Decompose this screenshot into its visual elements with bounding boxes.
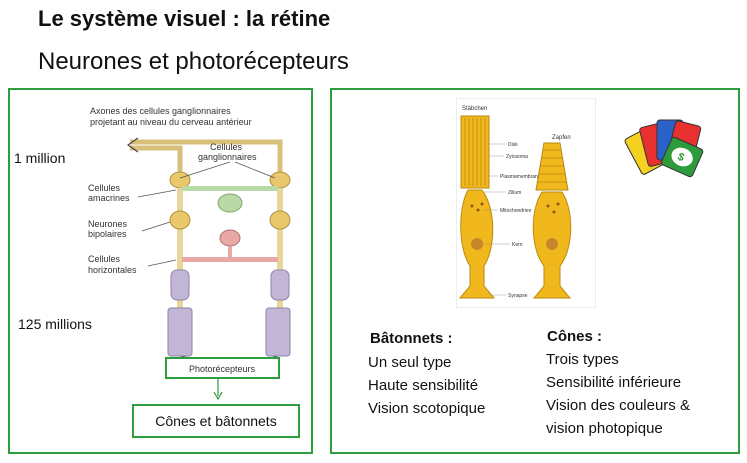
- bipolar-label-line1: Neurones: [88, 219, 128, 229]
- axon-right: [130, 139, 283, 180]
- label-plasmamembran: Plasmamembran: [500, 174, 538, 180]
- rods-list: Un seul type Haute sensibilité Vision sc…: [368, 351, 485, 420]
- ganglion-pointer-right: [234, 161, 276, 179]
- label-disk: Disk: [508, 142, 518, 148]
- rod-nucleus: [471, 238, 483, 250]
- connector-arrow-icon: [213, 391, 223, 400]
- label-125-millions: 125 millions: [18, 316, 92, 332]
- column-right: [277, 188, 283, 338]
- horizontal-pointer: [147, 259, 177, 267]
- label-zapfen: Zapfen: [552, 135, 571, 141]
- rods-heading: Bâtonnets :: [370, 330, 453, 347]
- rods-item-3: Vision scotopique: [368, 400, 486, 417]
- label-stabchen: Stäbchen: [462, 106, 487, 112]
- cones-heading: Cônes :: [547, 328, 603, 345]
- cones-item-2: Sensibilité inférieure: [546, 374, 682, 391]
- label-kern: Kern: [512, 242, 523, 248]
- amacrine-label-line2: amacrines: [88, 193, 130, 203]
- cones-item-4: vision photopique: [546, 420, 663, 437]
- photoreceptor-label: Photorécepteurs: [189, 364, 256, 374]
- ganglion-cell-left: [169, 171, 191, 189]
- photoreceptor-label-box: [165, 357, 280, 379]
- horizontal-label-line2: horizontales: [88, 265, 137, 275]
- receptor-outer-right: [265, 307, 291, 357]
- amacrine-process: [182, 186, 278, 191]
- amacrine-cell: [217, 193, 243, 213]
- cone-discs: [537, 149, 567, 183]
- retina-neuron-diagram: Axones des cellules ganglionnaires proje…: [88, 106, 291, 400]
- ganglion-label-line1: Cellules: [210, 142, 243, 152]
- label-1-million: 1 million: [14, 150, 66, 166]
- axon-left: [130, 145, 183, 180]
- amacrine-label-line1: Cellules: [88, 183, 121, 193]
- left-panel: [8, 88, 313, 454]
- rods-item-1: Un seul type: [368, 354, 452, 371]
- label-zytosoma: Zytosoma: [506, 154, 528, 160]
- receptor-inner-left: [170, 269, 190, 301]
- ganglion-cell-right: [269, 171, 291, 189]
- rod-discs: [464, 118, 486, 186]
- receptor-outer-left: [167, 307, 193, 357]
- label-synapse: Synapse: [508, 293, 528, 299]
- amacrine-pointer: [137, 189, 177, 198]
- horizontal-cell: [219, 229, 241, 247]
- mitochondria-dots: [470, 202, 560, 214]
- bipolar-pointer: [141, 221, 171, 232]
- svg-text:$: $: [676, 151, 686, 164]
- axon-caption-line1: Axones des cellules ganglionnaires: [90, 106, 231, 116]
- bipolar-cell-right: [269, 210, 291, 230]
- uno-cards-icon: $: [624, 119, 704, 178]
- label-mitochondrien: Mitochondrien: [500, 208, 532, 214]
- cone-outer-segment: [535, 142, 569, 191]
- bipolar-label-line2: bipolaires: [88, 229, 127, 239]
- ganglion-pointer-left: [179, 161, 231, 179]
- bipolar-cell-left: [169, 210, 191, 230]
- slide-title: Le système visuel : la rétine: [38, 6, 331, 31]
- axon-arrow-icon: [126, 137, 139, 153]
- axon-caption-line2: projetant au niveau du cerveau antérieur: [90, 117, 252, 127]
- column-left: [177, 188, 183, 338]
- cones-list: Trois types Sensibilité inférieure Visio…: [546, 348, 690, 440]
- cone-nucleus: [546, 238, 558, 250]
- slide-subtitle: Neurones et photorécepteurs: [38, 48, 349, 75]
- horizontal-stem: [228, 246, 232, 258]
- ganglion-label-line2: ganglionnaires: [198, 152, 257, 162]
- receptor-inner-right: [270, 269, 290, 301]
- label-pointers: [483, 143, 510, 296]
- cones-rods-box: Cônes et bâtonnets: [132, 404, 300, 438]
- horizontal-label-line1: Cellules: [88, 254, 121, 264]
- rod-outer-segment: [460, 115, 490, 189]
- horizontal-process: [182, 257, 278, 262]
- cones-rods-box-label: Cônes et bâtonnets: [155, 413, 277, 429]
- cones-item-3: Vision des couleurs &: [546, 397, 690, 414]
- label-zilium: Zilium: [508, 190, 521, 196]
- cones-item-1: Trois types: [546, 351, 619, 368]
- right-panel: [330, 88, 740, 454]
- rod-cone-diagram: Stäbchen Zapfen Disk Zytosoma Plasmamemb…: [456, 98, 596, 308]
- rods-item-2: Haute sensibilité: [368, 377, 479, 394]
